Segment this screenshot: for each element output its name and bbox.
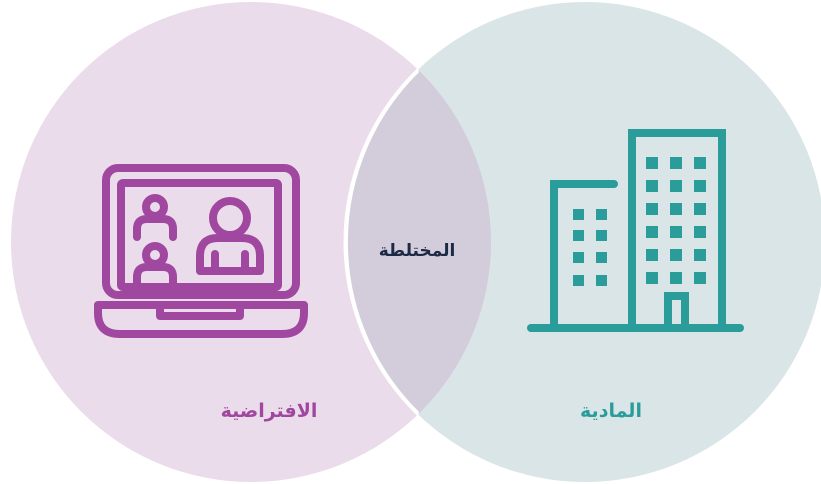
label-virtual: الافتراضية [220,400,318,422]
venn-circle-physical [345,2,821,482]
label-physical: المادية [580,400,642,422]
video-conference-laptop-icon [94,164,308,338]
label-hybrid: المختلطة [378,241,456,261]
office-building-icon [527,129,744,332]
